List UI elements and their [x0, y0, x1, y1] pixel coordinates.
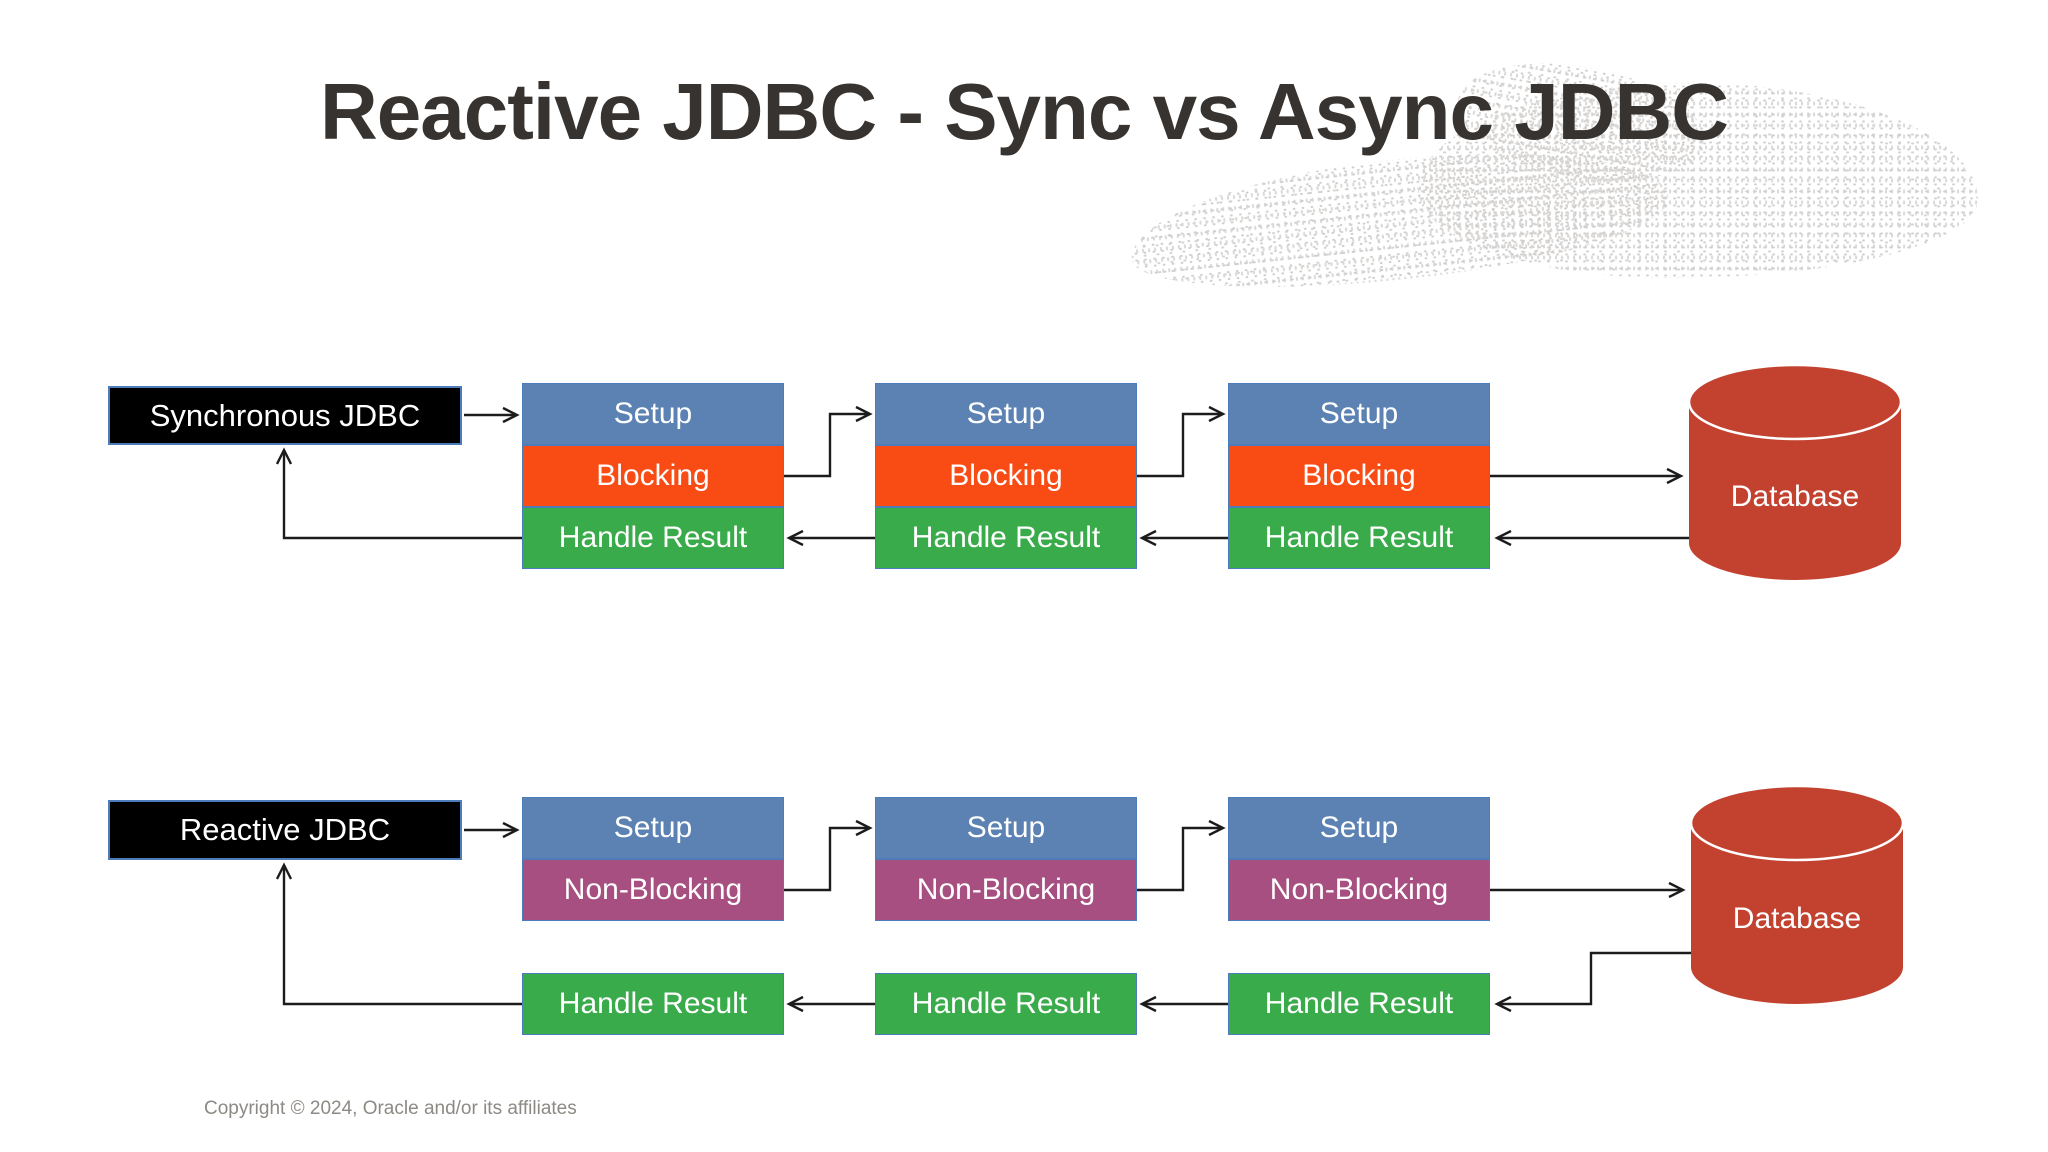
setup-box: Setup: [875, 797, 1137, 859]
arrow-sync-handle1-to-label: [275, 447, 522, 540]
non-blocking-box: Non-Blocking: [875, 859, 1137, 921]
blocking-box: Blocking: [522, 445, 784, 507]
sync-jdbc-label-box: Synchronous JDBC: [108, 386, 462, 445]
blocking-box: Blocking: [875, 445, 1137, 507]
copyright-text: Copyright © 2024, Oracle and/or its affi…: [204, 1098, 577, 1119]
database-label: Database: [1732, 902, 1862, 936]
setup-box: Setup: [1228, 383, 1490, 445]
arrow-sync-stage1-to-stage2: [784, 405, 873, 478]
arrow-reactive-database-to-handle3: [1494, 951, 1692, 1013]
database-reactive: Database: [1689, 784, 1905, 1006]
handle-result-box: Handle Result: [1228, 973, 1490, 1035]
setup-box: Setup: [522, 797, 784, 859]
slide-title: Reactive JDBC - Sync vs Async JDBC: [319, 67, 1729, 156]
handle-result-box: Handle Result: [1228, 507, 1490, 569]
handle-result-box: Handle Result: [522, 507, 784, 569]
handle-result-box: Handle Result: [522, 973, 784, 1035]
non-blocking-box: Non-Blocking: [1228, 859, 1490, 921]
blocking-box: Blocking: [1228, 445, 1490, 507]
non-blocking-box: Non-Blocking: [522, 859, 784, 921]
sync-jdbc-label: Synchronous JDBC: [149, 397, 421, 433]
handle-result-box: Handle Result: [875, 507, 1137, 569]
arrow-sync-stage2-to-stage3: [1137, 405, 1226, 478]
reactive-jdbc-label-box: Reactive JDBC: [108, 800, 462, 860]
arrow-reactive-handle1-to-label: [275, 862, 522, 1006]
reactive-jdbc-label: Reactive JDBC: [179, 812, 391, 847]
arrow-reactive-stage2-to-stage3: [1137, 819, 1226, 892]
database-cylinder-icon: [1687, 363, 1903, 580]
database-label: Database: [1730, 479, 1860, 513]
setup-box: Setup: [522, 383, 784, 445]
setup-box: Setup: [875, 383, 1137, 445]
database-cylinder-icon: [1689, 784, 1905, 1004]
arrow-reactive-stage1-to-stage2: [784, 819, 873, 892]
setup-box: Setup: [1228, 797, 1490, 859]
database-sync: Database: [1687, 363, 1903, 582]
handle-result-box: Handle Result: [875, 973, 1137, 1035]
